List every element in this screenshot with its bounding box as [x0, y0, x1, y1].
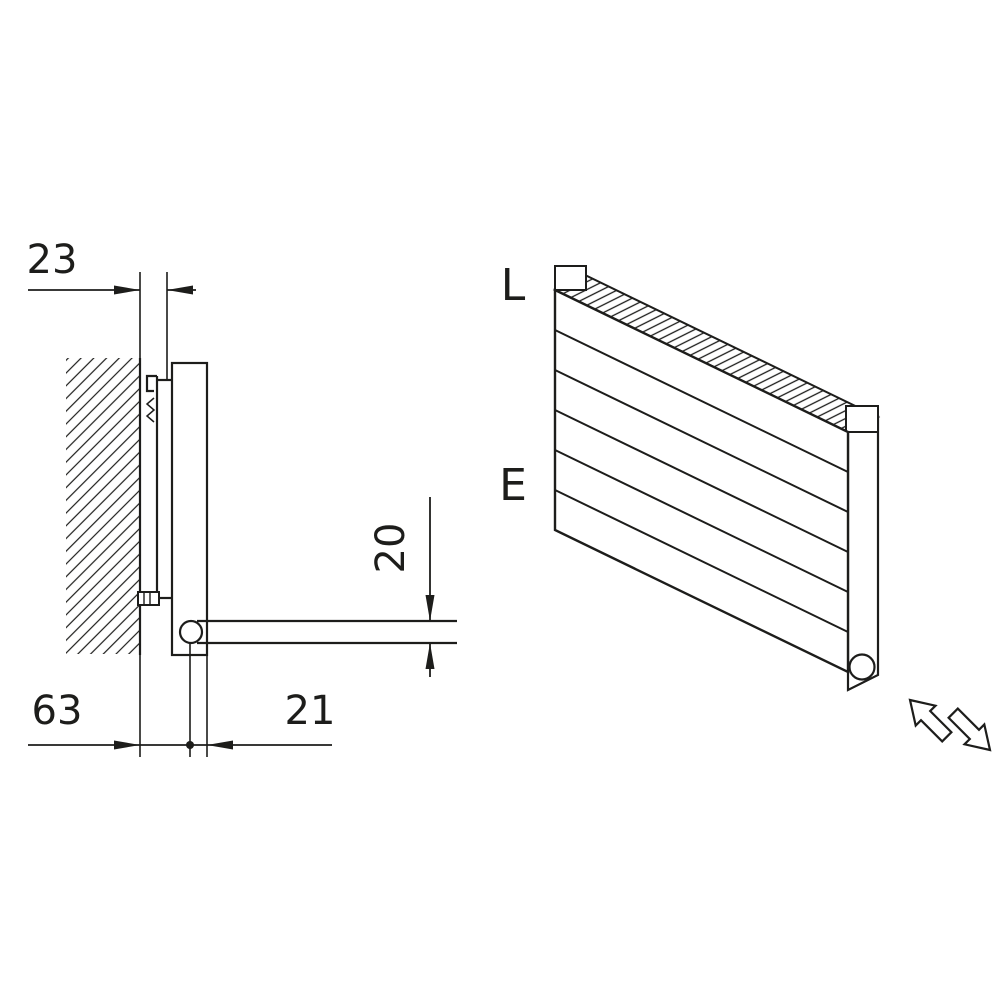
arrow-up-left	[908, 698, 953, 743]
arrowhead-left	[207, 740, 233, 750]
arrowhead-up	[425, 643, 435, 669]
arrowhead-down	[425, 595, 435, 621]
dimension-20-label: 20	[368, 523, 414, 574]
arrowhead-left	[167, 285, 193, 295]
arrowhead-right	[114, 285, 140, 295]
panel-slat-lines	[554, 329, 849, 633]
pipe-connection	[178, 619, 457, 645]
dimension-23-label: 23	[27, 237, 78, 283]
dimension-dot	[186, 741, 194, 749]
end-cap-right	[845, 405, 879, 433]
wall-hatch-area	[66, 358, 140, 654]
drain-plug-circle	[848, 653, 876, 681]
bracket-spring-clip	[145, 397, 156, 423]
dimension-63-label: 63	[32, 688, 83, 734]
valve-connection-circle	[178, 619, 204, 645]
double-arrow-icon	[908, 698, 992, 752]
connection-label-e: E	[499, 460, 527, 511]
dimension-21-label: 21	[285, 688, 336, 734]
wall-bolt	[137, 591, 160, 606]
wall-section	[66, 358, 142, 655]
connection-label-l: L	[501, 260, 526, 311]
arrowhead-right	[114, 740, 140, 750]
dimension-23: 23	[27, 237, 196, 380]
arrow-down-right	[947, 707, 992, 752]
bracket-top-hook	[145, 374, 157, 393]
mounting-bracket	[137, 374, 172, 606]
dimension-20: 20	[368, 497, 435, 677]
end-plate-right	[846, 415, 880, 692]
radiator-panel-section	[170, 361, 209, 657]
end-cap-left	[554, 265, 587, 291]
dimension-63-21: 63 21	[28, 643, 335, 757]
radiator-isometric: L E	[499, 260, 881, 692]
